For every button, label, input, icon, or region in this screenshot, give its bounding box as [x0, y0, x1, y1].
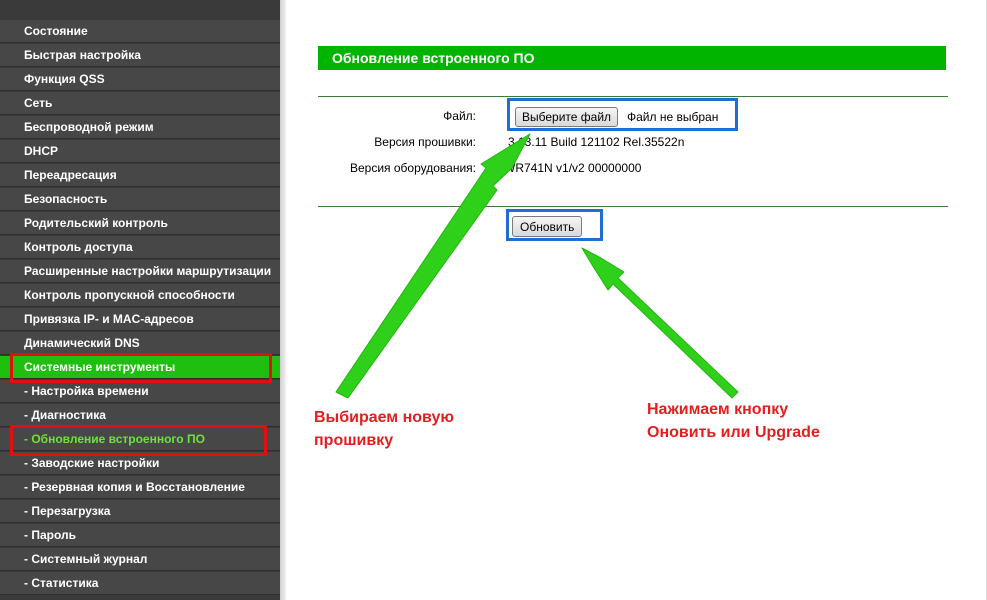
sidebar: Состояние Быстрая настройка Функция QSS …: [0, 0, 280, 600]
sidebar-item-network[interactable]: Сеть: [0, 92, 280, 115]
sidebar-item-quick-setup[interactable]: Быстрая настройка: [0, 44, 280, 67]
main-content: Обновление встроенного ПО Файл: Выберите…: [286, 0, 987, 600]
divider-top: [318, 96, 948, 97]
annotation-left: Выбираем новую прошивку: [314, 406, 454, 452]
sidebar-item-forwarding[interactable]: Переадресация: [0, 164, 280, 187]
sidebar-item-bandwidth-control[interactable]: Контроль пропускной способности: [0, 284, 280, 307]
sidebar-item-system-log[interactable]: - Системный журнал: [0, 548, 280, 571]
annotation-right: Нажимаем кнопку Оновить или Upgrade: [647, 398, 820, 444]
sidebar-item-reboot[interactable]: - Перезагрузка: [0, 500, 280, 523]
annotation-right-line2: Оновить или Upgrade: [647, 424, 820, 441]
sidebar-item-dhcp[interactable]: DHCP: [0, 140, 280, 163]
sidebar-item-access-control[interactable]: Контроль доступа: [0, 236, 280, 259]
highlight-update-button: [506, 209, 603, 241]
hardware-version-label: Версия оборудования:: [350, 161, 476, 175]
sidebar-item-dynamic-dns[interactable]: Динамический DNS: [0, 332, 280, 355]
divider-bottom: [318, 206, 948, 207]
hardware-version-value: WR741N v1/v2 00000000: [504, 161, 642, 175]
sidebar-item-parental-control[interactable]: Родительский контроль: [0, 212, 280, 235]
sidebar-item-ip-mac-binding[interactable]: Привязка IP- и MAC-адресов: [0, 308, 280, 331]
annotation-right-line1: Нажимаем кнопку: [647, 401, 789, 418]
sidebar-item-factory-defaults[interactable]: - Заводские настройки: [0, 452, 280, 475]
highlight-system-tools: [10, 353, 272, 383]
sidebar-item-time-settings[interactable]: - Настройка времени: [0, 380, 280, 403]
no-file-text: Файл не выбран: [627, 110, 719, 124]
sidebar-item-statistics[interactable]: - Статистика: [0, 572, 280, 595]
sidebar-item-qss[interactable]: Функция QSS: [0, 68, 280, 91]
sidebar-item-backup-restore[interactable]: - Резервная копия и Восстановление: [0, 476, 280, 499]
firmware-version-label: Версия прошивки:: [374, 135, 476, 149]
sidebar-divider: [280, 0, 286, 600]
sidebar-item-security[interactable]: Безопасность: [0, 188, 280, 211]
sidebar-item-wireless[interactable]: Беспроводной режим: [0, 116, 280, 139]
annotation-left-line1: Выбираем новую: [314, 409, 455, 426]
sidebar-menu: Состояние Быстрая настройка Функция QSS …: [0, 20, 280, 596]
sidebar-item-system-tools[interactable]: Системные инструменты: [0, 356, 280, 379]
sidebar-item-password[interactable]: - Пароль: [0, 524, 280, 547]
sidebar-item-firmware-upgrade[interactable]: - Обновление встроенного ПО: [0, 428, 280, 451]
file-label: Файл:: [443, 109, 476, 123]
firmware-version-value: 3.13.11 Build 121102 Rel.35522n: [508, 135, 685, 149]
annotation-left-line2: прошивку: [314, 432, 394, 449]
choose-file-button[interactable]: Выберите файл: [515, 107, 619, 127]
highlight-file-chooser: [507, 98, 738, 131]
sidebar-item-status[interactable]: Состояние: [0, 20, 280, 43]
page-title: Обновление встроенного ПО: [318, 46, 946, 70]
highlight-firmware-upgrade: [10, 425, 267, 456]
sidebar-item-diagnostics[interactable]: - Диагностика: [0, 404, 280, 427]
sidebar-item-advanced-routing[interactable]: Расширенные настройки маршрутизации: [0, 260, 280, 283]
